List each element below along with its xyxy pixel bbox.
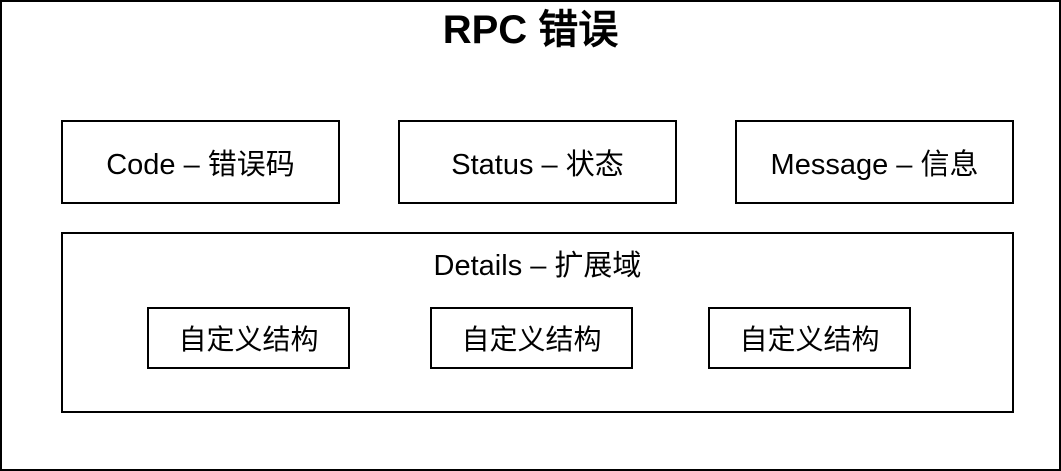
field-label-status: Status – 状态 — [451, 149, 624, 181]
field-label-message: Message – 信息 — [770, 149, 979, 181]
details-box: Details – 扩展域 自定义结构 自定义结构 自定义结构 — [61, 232, 1014, 413]
field-box-message: Message – 信息 — [735, 120, 1014, 204]
field-box-code: Code – 错误码 — [61, 120, 340, 204]
detail-item-box: 自定义结构 — [430, 307, 633, 369]
detail-item-label: 自定义结构 — [461, 324, 602, 355]
detail-item-box: 自定义结构 — [147, 307, 350, 369]
field-label-code: Code – 错误码 — [106, 149, 295, 181]
detail-item-label: 自定义结构 — [739, 324, 880, 355]
details-label: Details – 扩展域 — [433, 250, 642, 282]
diagram-title: RPC 错误 — [442, 8, 619, 52]
detail-item-box: 自定义结构 — [708, 307, 911, 369]
field-box-status: Status – 状态 — [398, 120, 677, 204]
detail-item-label: 自定义结构 — [178, 324, 319, 355]
